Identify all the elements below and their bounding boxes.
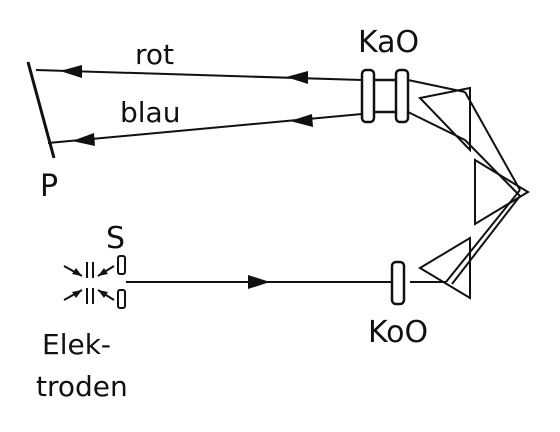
label-electrodes-line1: Elek- [42, 328, 111, 361]
slit [117, 255, 126, 309]
beam-blue [47, 113, 363, 144]
collimator-objective [390, 260, 406, 306]
label-slit: S [106, 221, 125, 256]
beam-red [35, 69, 363, 81]
arrow-blue-1 [72, 133, 95, 146]
label-collimator-objective: KoO [368, 315, 428, 350]
prisms [418, 86, 530, 300]
spark-arrows [72, 268, 108, 298]
label-red: rot [135, 38, 174, 71]
label-camera-objective: KaO [358, 25, 419, 60]
label-plate: P [40, 169, 58, 204]
prism-beam-path [407, 79, 521, 285]
label-blue: blau [120, 96, 180, 129]
arrow-collimator [248, 275, 270, 289]
electrodes [63, 262, 115, 304]
arrow-red-1 [60, 65, 82, 78]
arrow-blue-2 [290, 114, 313, 127]
camera-objective [360, 68, 410, 124]
label-electrodes-line2: troden [36, 370, 128, 403]
arrow-red-2 [286, 71, 308, 84]
